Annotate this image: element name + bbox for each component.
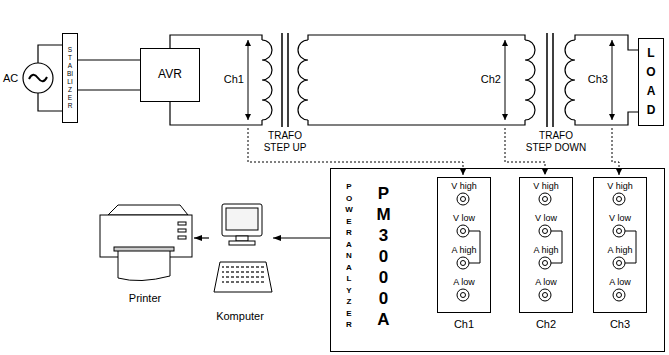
terminal-socket <box>457 225 469 237</box>
channel-panel: V highV lowA highA lowCh3 <box>593 177 647 313</box>
channel-panel: V highV lowA highA lowCh2 <box>519 177 573 313</box>
printer-button <box>178 229 186 232</box>
terminal-label: A low <box>535 277 557 287</box>
terminal-label: V low <box>535 213 557 223</box>
terminal-socket <box>613 225 625 237</box>
printer-body <box>100 215 192 257</box>
source-label: AC <box>3 72 18 85</box>
terminal-hole <box>617 197 622 202</box>
transformer-label: TRAFO STEP UP <box>264 130 307 154</box>
channel-panel: V highV lowA highA lowCh1 <box>437 177 491 313</box>
channel-label: Ch2 <box>481 73 501 86</box>
terminal-socket <box>613 257 625 269</box>
coil <box>298 40 308 120</box>
load-box: LOAD <box>638 38 664 126</box>
voltage-arrows <box>248 40 612 120</box>
channel-label: Ch2 <box>536 318 556 331</box>
channel-label: Ch3 <box>588 73 608 86</box>
terminal-socket <box>539 257 551 269</box>
device-caption: POWER ANALYZER <box>345 181 353 331</box>
wire <box>78 59 140 60</box>
data-arrow <box>273 237 330 238</box>
terminal-label: A high <box>607 245 632 255</box>
terminal-label: V high <box>533 181 559 191</box>
box-label: AVR <box>158 68 182 82</box>
terminal-label: V high <box>607 181 633 191</box>
terminal-hole <box>617 229 622 234</box>
device-model: PM 3000A <box>375 183 392 330</box>
transformer-core <box>282 33 288 127</box>
load-wire <box>575 35 638 125</box>
monitor-base <box>229 241 255 245</box>
terminal-socket <box>539 225 551 237</box>
terminal-hole <box>461 229 466 234</box>
printer: Printer <box>98 200 194 306</box>
terminal-socket <box>539 289 551 301</box>
terminal-label: V high <box>451 181 477 191</box>
transformer-label: TRAFO STEP DOWN <box>526 130 587 154</box>
wire <box>78 89 140 90</box>
ac-wave <box>29 75 47 82</box>
monitor <box>222 204 262 236</box>
terminal-label: A high <box>533 245 558 255</box>
coil <box>565 40 575 120</box>
terminal-label: V low <box>453 213 475 223</box>
terminal-socket <box>539 193 551 205</box>
icon-caption: Printer <box>129 292 161 305</box>
transformer-core <box>547 33 553 127</box>
terminal-hole <box>461 293 466 298</box>
printer-top <box>108 205 188 215</box>
paper <box>118 250 170 281</box>
terminal-socket <box>457 257 469 269</box>
terminal-socket <box>613 289 625 301</box>
terminal-label: A low <box>453 277 475 287</box>
keyboard <box>214 262 272 292</box>
avr-box: AVR <box>140 48 200 102</box>
voltage-arrow <box>505 40 506 120</box>
terminal-label: A low <box>609 277 631 287</box>
line-wire <box>308 35 525 125</box>
ac-source <box>23 63 53 93</box>
terminal-hole <box>543 293 548 298</box>
ac-wire <box>38 45 62 111</box>
terminal-socket <box>613 193 625 205</box>
box-label: LOAD <box>645 44 657 120</box>
wires <box>23 33 638 127</box>
power-analyzer: POWER ANALYZERPM 3000AV highV lowA highA… <box>330 168 665 352</box>
printer-icon <box>100 205 192 281</box>
channel-label: Ch3 <box>610 318 630 331</box>
paper-slot <box>114 247 174 251</box>
terminal-hole <box>617 293 622 298</box>
terminal-socket <box>457 289 469 301</box>
channel-label: Ch1 <box>454 318 474 331</box>
voltage-arrow <box>612 40 613 120</box>
stabilizer-box: STABILIZER <box>62 33 78 123</box>
terminal-hole <box>543 197 548 202</box>
terminal-label: V low <box>609 213 631 223</box>
monitor-stand <box>236 236 248 241</box>
terminal-label: A high <box>451 245 476 255</box>
channel-label: Ch1 <box>224 73 244 86</box>
coil <box>262 40 272 120</box>
terminal-hole <box>461 261 466 266</box>
terminal-hole <box>543 261 548 266</box>
coil <box>525 40 535 120</box>
terminals <box>457 193 636 301</box>
terminal-socket <box>457 193 469 205</box>
terminal-hole <box>543 229 548 234</box>
box-label: STABILIZER <box>67 46 74 110</box>
voltage-arrow <box>248 40 249 120</box>
printer-button <box>178 236 186 239</box>
keyboard-keys <box>222 266 264 286</box>
printer-button <box>178 222 186 225</box>
terminal-hole <box>461 197 466 202</box>
terminal-hole <box>617 261 622 266</box>
icon-caption: Komputer <box>216 310 264 323</box>
data-arrow <box>194 237 209 238</box>
computer: Komputer <box>209 200 273 328</box>
computer-icon <box>214 204 272 292</box>
screen <box>226 208 258 230</box>
